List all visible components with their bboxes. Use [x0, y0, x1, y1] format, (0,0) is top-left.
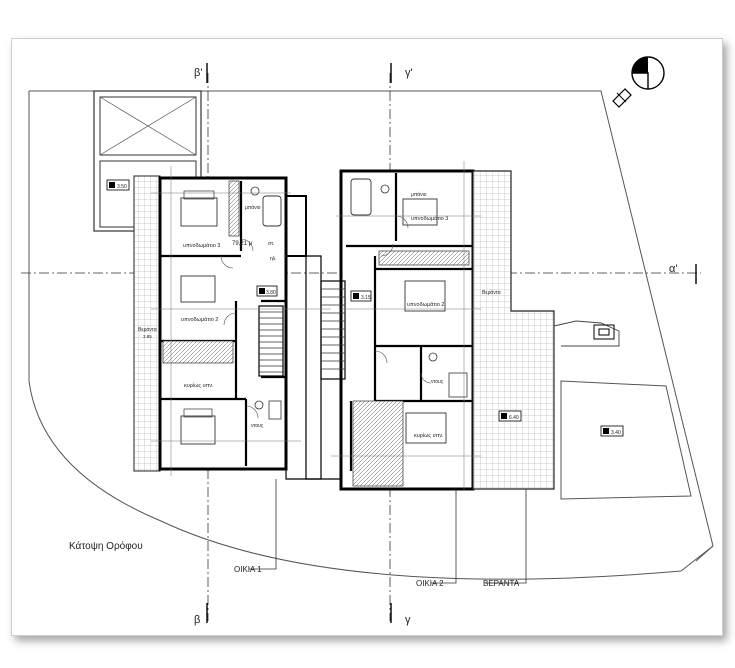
- house-1-level-mid: 3.85: [143, 334, 152, 339]
- house-1-veranda-label: Βεράντα: [138, 326, 157, 333]
- house-1-na-label: ηλ.: [270, 256, 277, 262]
- house-2-bedroom-2-label: υπνοδωμάτιο 2: [407, 301, 444, 308]
- callout-veranda: ΒΕΡΑΝΤΑ: [483, 579, 520, 588]
- house-2-bedroom-3-label: υπνοδωμάτιο 3: [411, 215, 448, 222]
- drawing-title: Κάτοψη Ορόφου: [69, 540, 143, 552]
- level-tag-icon: [256, 285, 278, 297]
- house-2-level-right: 3.40: [611, 430, 621, 436]
- level-tag-icon: [350, 290, 372, 302]
- house-2-level-mid: 3.15: [361, 295, 371, 301]
- level-tag-icon: [600, 425, 624, 437]
- house-1-plan: υπνοδωμάτιο 3 μπάνιο 79,21 μ στ. ηλ. υπν…: [106, 175, 307, 472]
- house-1-level-top: 3.50: [117, 184, 127, 190]
- section-beta-top: β': [194, 67, 202, 79]
- floor-plan-drawing: β' γ' β γ α': [21, 56, 714, 626]
- level-tag-icon: [106, 179, 130, 191]
- section-markers: β' γ' β γ α': [194, 63, 697, 626]
- house-1-stairs: [258, 305, 284, 377]
- house-2-bath-label: μπάνιο: [411, 191, 427, 198]
- level-tag-icon: [498, 410, 522, 422]
- leader-lines: [249, 479, 527, 584]
- house-1-wc-label: ντους: [251, 423, 264, 429]
- section-beta-bottom: β: [194, 614, 200, 626]
- houses-connection: [285, 255, 341, 480]
- house-1-bedroom-2-label: υπνοδωμάτιο 2: [181, 316, 218, 323]
- house-2-plan: μπάνιο υπνοδωμάτιο 3 υπνοδωμάτιο 2 ντους…: [320, 169, 624, 491]
- house-2-wc-label: ντους: [431, 379, 444, 385]
- house-2-master-label: κυρίως υπν.: [414, 433, 444, 439]
- section-gamma-bottom: γ: [405, 614, 411, 626]
- section-alpha-right: α': [669, 263, 677, 275]
- dimension-lines: [151, 161, 481, 491]
- house-1-master-label: κυρίως υπν.: [184, 383, 214, 389]
- house-1-level-right: 3.80: [266, 290, 276, 296]
- house-2-level-veranda: 6.40: [509, 415, 519, 421]
- house-1-bedroom-3-label: υπνοδωμάτιο 3: [183, 242, 220, 249]
- callout-house-2: ΟΙΚΙΑ 2: [416, 579, 444, 588]
- house-2-stairs: [320, 280, 346, 380]
- house-1-area-label: 79,21 μ: [232, 241, 253, 247]
- house-2-veranda-label: Βεράντα: [482, 289, 501, 296]
- house-1-st-label: στ.: [268, 241, 274, 247]
- drawing-sheet: β' γ' β γ α': [11, 38, 723, 636]
- north-arrow-icon: [612, 56, 665, 108]
- plot-boundary: [28, 90, 714, 580]
- section-gamma-top: γ': [405, 67, 413, 79]
- callout-house-1: ΟΙΚΙΑ 1: [234, 565, 262, 574]
- house-1-bath-label: μπάνιο: [245, 204, 261, 211]
